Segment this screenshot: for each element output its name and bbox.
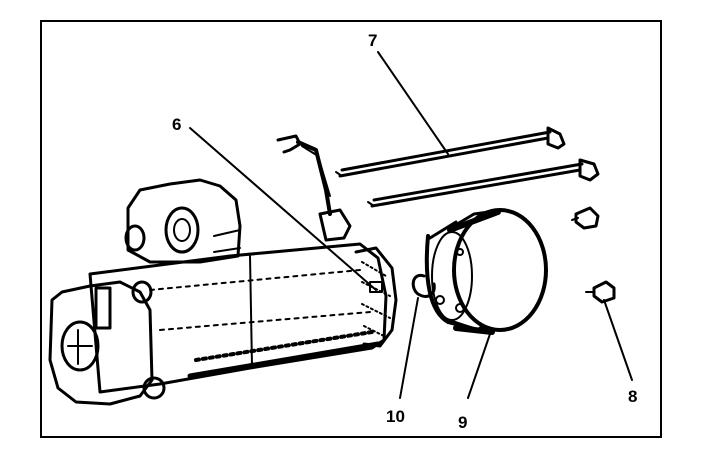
leader-line-7 [377, 51, 449, 155]
retaining-ring [411, 273, 436, 298]
commutator-end-cover [424, 208, 548, 335]
leader-line-6 [189, 127, 377, 291]
callout-6: 6 [172, 115, 181, 134]
commutator-end-frame [354, 246, 398, 348]
drive-end-housing [48, 280, 166, 406]
callout-8: 8 [628, 387, 637, 406]
through-bolt-upper [335, 126, 566, 178]
leader-line-9 [467, 333, 491, 399]
through-bolt-lower [367, 158, 600, 208]
motor-body [88, 242, 388, 394]
diagram-frame [40, 20, 662, 438]
screw-upper [571, 206, 600, 230]
screw-lower [585, 280, 616, 304]
leader-lines [189, 51, 633, 399]
screws [571, 206, 616, 304]
solenoid-housing [124, 178, 242, 264]
leader-line-8 [603, 299, 633, 381]
callout-10: 10 [386, 407, 405, 426]
field-lead-wire [276, 134, 352, 242]
through-bolts [335, 126, 600, 208]
callout-7: 7 [368, 31, 377, 50]
callout-9: 9 [458, 413, 467, 432]
leader-line-10 [399, 297, 419, 399]
